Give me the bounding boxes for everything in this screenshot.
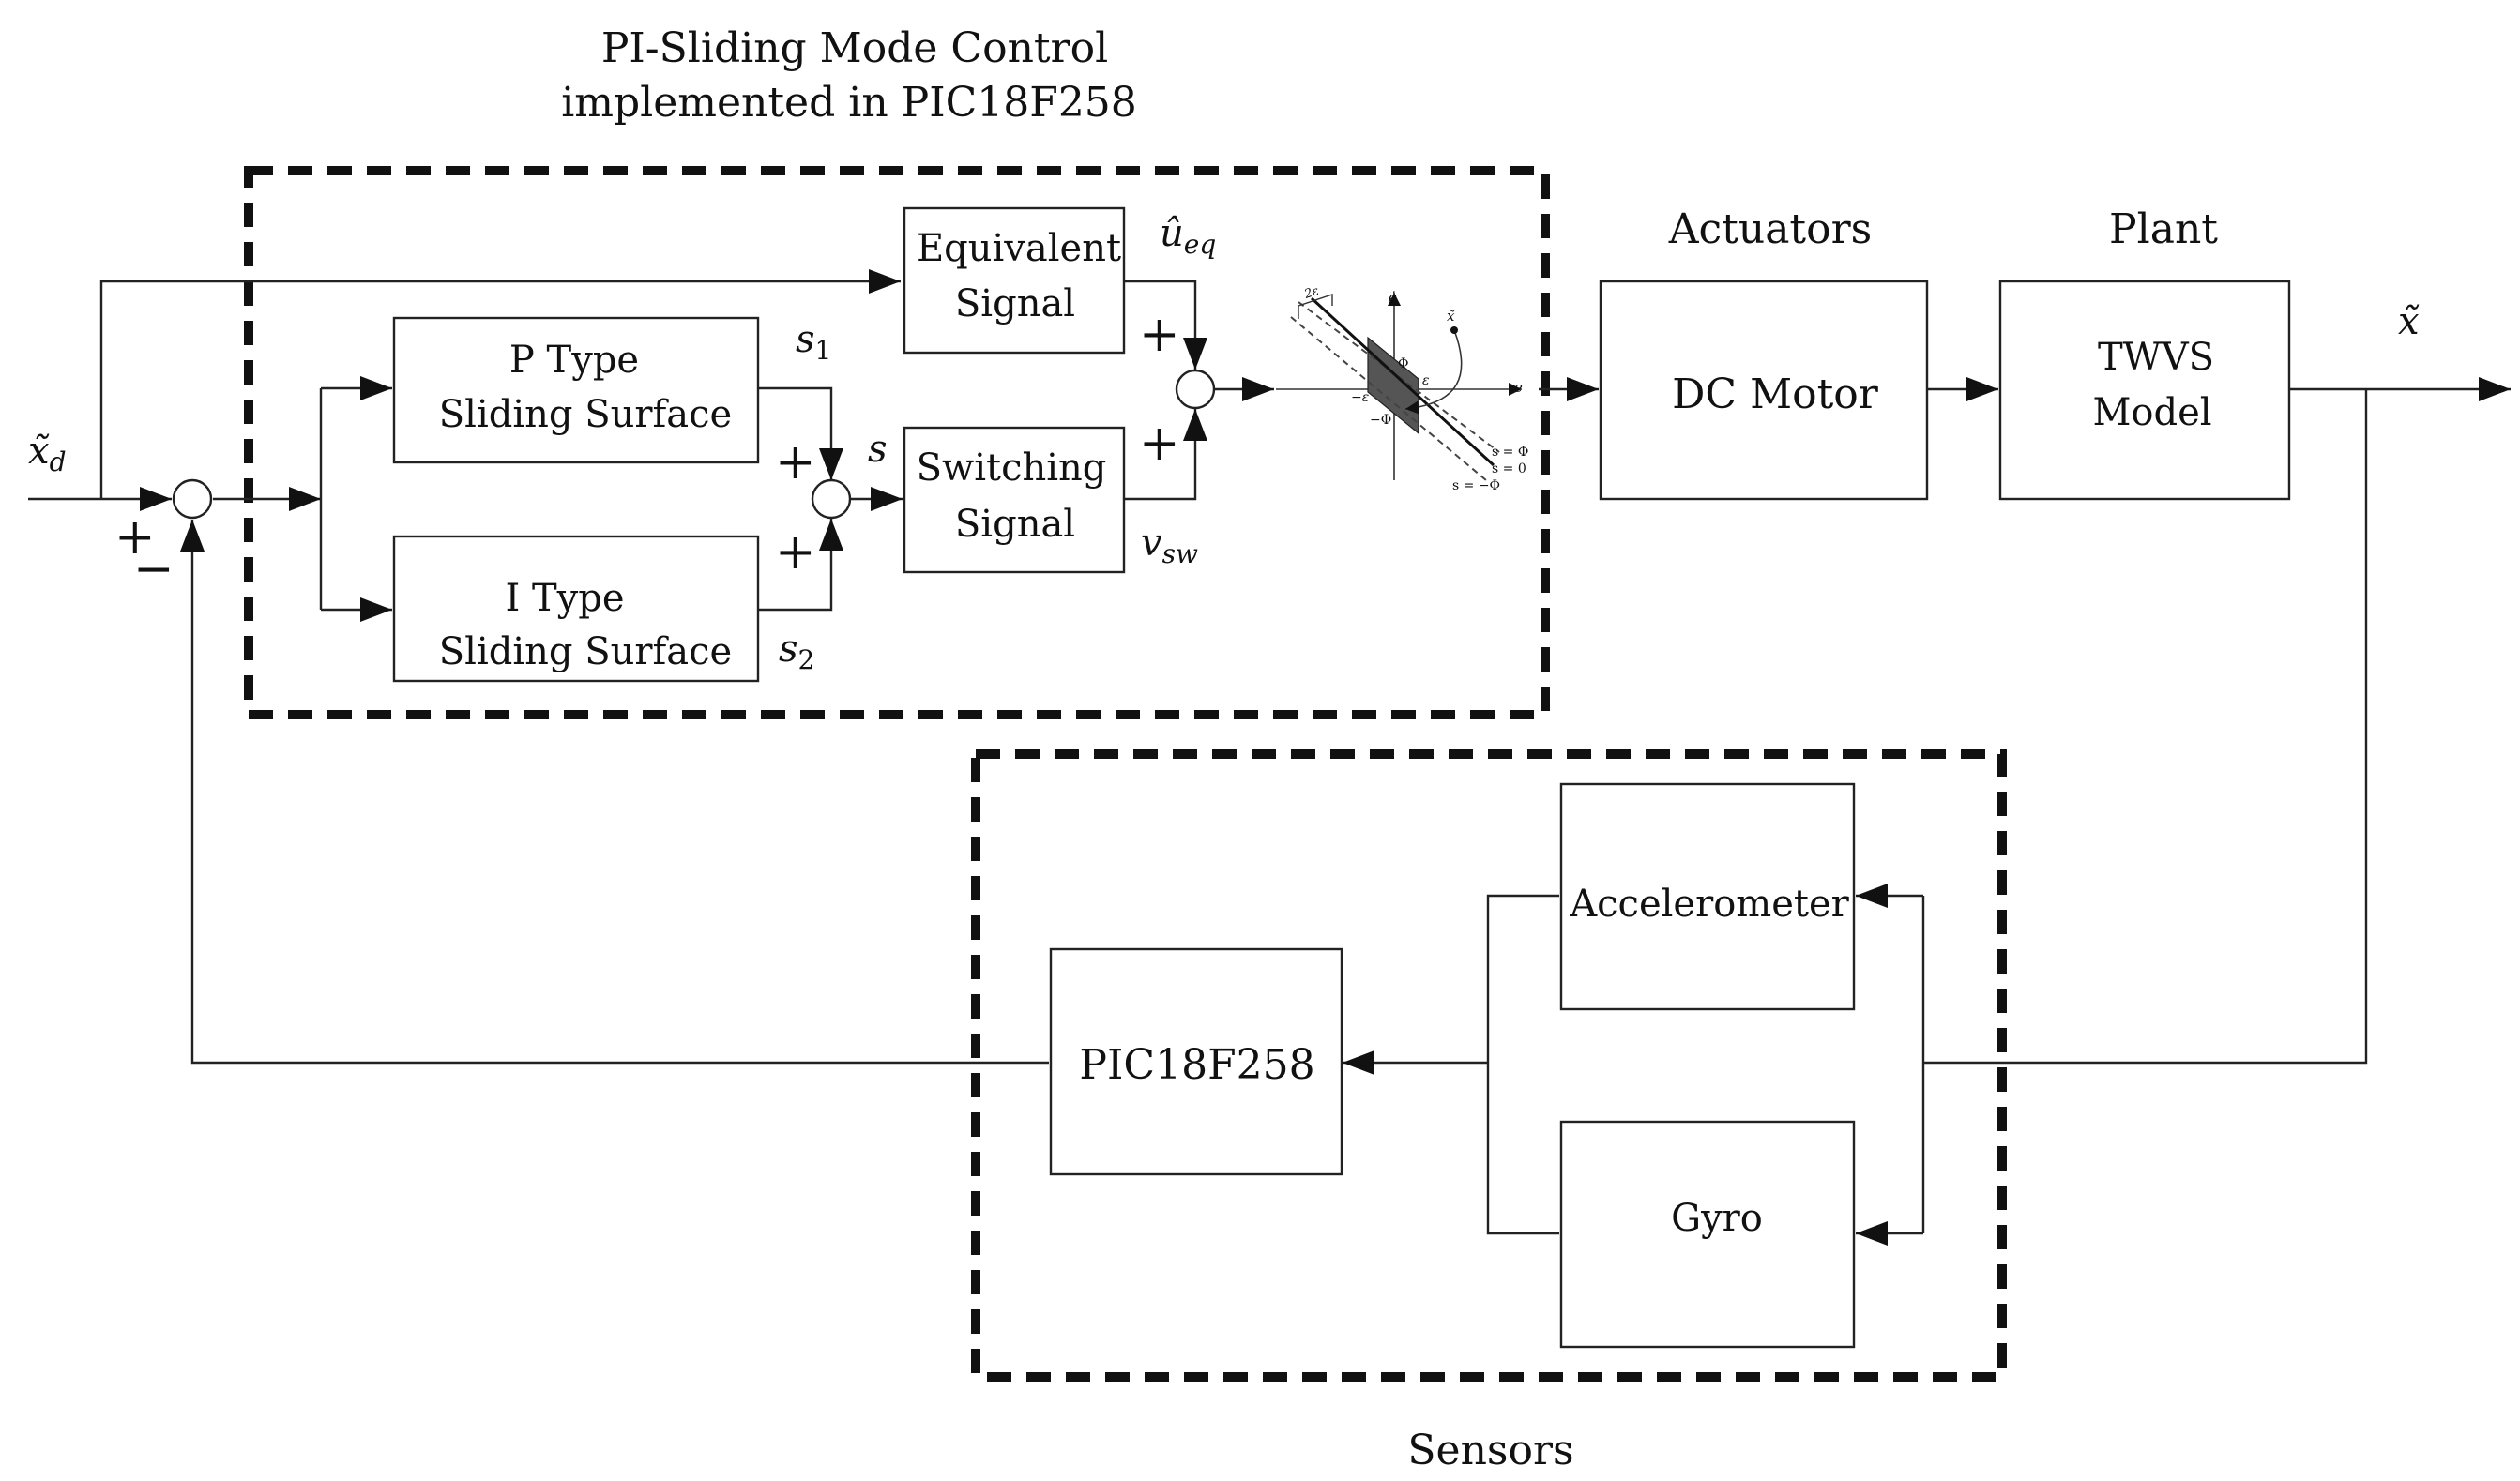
wire-ueq <box>1124 280 1207 370</box>
gyro-block <box>1559 1120 1856 1349</box>
switching-label-line2: Signal <box>955 503 1075 546</box>
p-type-label-line2: Sliding Surface <box>439 393 732 436</box>
twvs-model-block <box>1998 280 2291 501</box>
inset-edot-label: ė <box>1389 289 1397 306</box>
sign-plus-ueq: + <box>1139 307 1180 363</box>
wire-feedback-tap <box>1923 389 2368 1065</box>
inset-eps-label: ε <box>1422 373 1430 388</box>
boundary-layer-inset: 2ε e ė x̃ Φ −Φ ε −ε s = Φ s = 0 s = −Φ <box>1276 284 1528 493</box>
summing-junction-surface <box>811 478 852 520</box>
inset-s-zero-label: s = 0 <box>1492 461 1526 476</box>
switching-signal-block <box>903 426 1126 574</box>
plant-title: Plant <box>2109 205 2218 253</box>
pic18f258-block <box>1049 947 1343 1176</box>
ueq-label: ûeq <box>1160 212 1216 260</box>
switching-label-line1: Switching <box>917 446 1107 490</box>
inset-minus-phi-label: −Φ <box>1370 413 1391 428</box>
summing-junction-error <box>172 478 213 520</box>
twvs-label-line1: TWVS <box>2098 336 2214 379</box>
accelerometer-label: Accelerometer <box>1569 883 1849 926</box>
controller-title-line2: implemented in PIC18F258 <box>561 79 1137 127</box>
wire-s2 <box>758 519 843 612</box>
equivalent-label-line1: Equivalent <box>917 227 1121 270</box>
inset-width-marker <box>1298 294 1333 319</box>
inset-start-point <box>1450 326 1458 334</box>
wire-vsw <box>1124 409 1207 501</box>
wire-feedforward <box>99 269 901 499</box>
equivalent-signal-block <box>903 206 1126 355</box>
wire-sensor-merge <box>1486 894 1559 1235</box>
gyro-label: Gyro <box>1671 1197 1763 1240</box>
p-type-block <box>392 316 760 464</box>
inset-trajectory <box>1404 329 1463 415</box>
sign-plus-s1: + <box>775 434 816 491</box>
sign-plus-input: + <box>114 509 156 566</box>
output-signal-label: x̃ <box>2398 300 2420 343</box>
sign-minus-feedback: − <box>133 541 175 597</box>
controller-title-line1: PI-Sliding Mode Control <box>601 24 1108 72</box>
wire-s1 <box>758 386 843 480</box>
dc-motor-block <box>1599 280 1929 501</box>
sign-plus-s2: + <box>775 524 816 581</box>
summing-junction-control <box>1175 369 1216 410</box>
sensors-title: Sensors <box>1407 1427 1573 1474</box>
i-type-label-line2: Sliding Surface <box>439 630 732 673</box>
inset-minus-eps-label: −ε <box>1351 390 1369 405</box>
inset-s-phi-label: s = Φ <box>1492 445 1528 460</box>
dc-motor-label: DC Motor <box>1672 370 1879 418</box>
equivalent-label-line2: Signal <box>955 282 1075 325</box>
input-signal-label: x̃d <box>28 430 67 477</box>
inset-e-label: e <box>1514 379 1523 396</box>
accelerometer-block <box>1559 782 1856 1011</box>
i-type-label-line1: I Type <box>505 577 624 620</box>
inset-width-label: 2ε <box>1302 284 1321 302</box>
wire-feedback <box>180 520 1049 1065</box>
sensors-boundary <box>971 749 2007 1382</box>
s-label: s <box>868 428 888 471</box>
inset-line-s-minus-phi <box>1290 316 1487 481</box>
controller-boundary <box>244 166 1550 719</box>
actuators-title: Actuators <box>1668 205 1872 253</box>
pic18f258-label: PIC18F258 <box>1079 1041 1314 1089</box>
sign-plus-vsw: + <box>1139 416 1180 472</box>
inset-xtilde-label: x̃ <box>1447 308 1455 325</box>
inset-s-minus-phi-label: s = −Φ <box>1452 478 1500 493</box>
inset-phi-label: Φ <box>1398 356 1408 371</box>
s1-label: s1 <box>796 318 831 366</box>
vsw-label: vsw <box>1141 521 1198 569</box>
s2-label: s2 <box>779 627 814 675</box>
p-type-label-line1: P Type <box>509 339 639 382</box>
twvs-label-line2: Model <box>2092 391 2211 434</box>
i-type-block <box>392 535 760 683</box>
inset-line-s-zero <box>1310 296 1495 467</box>
